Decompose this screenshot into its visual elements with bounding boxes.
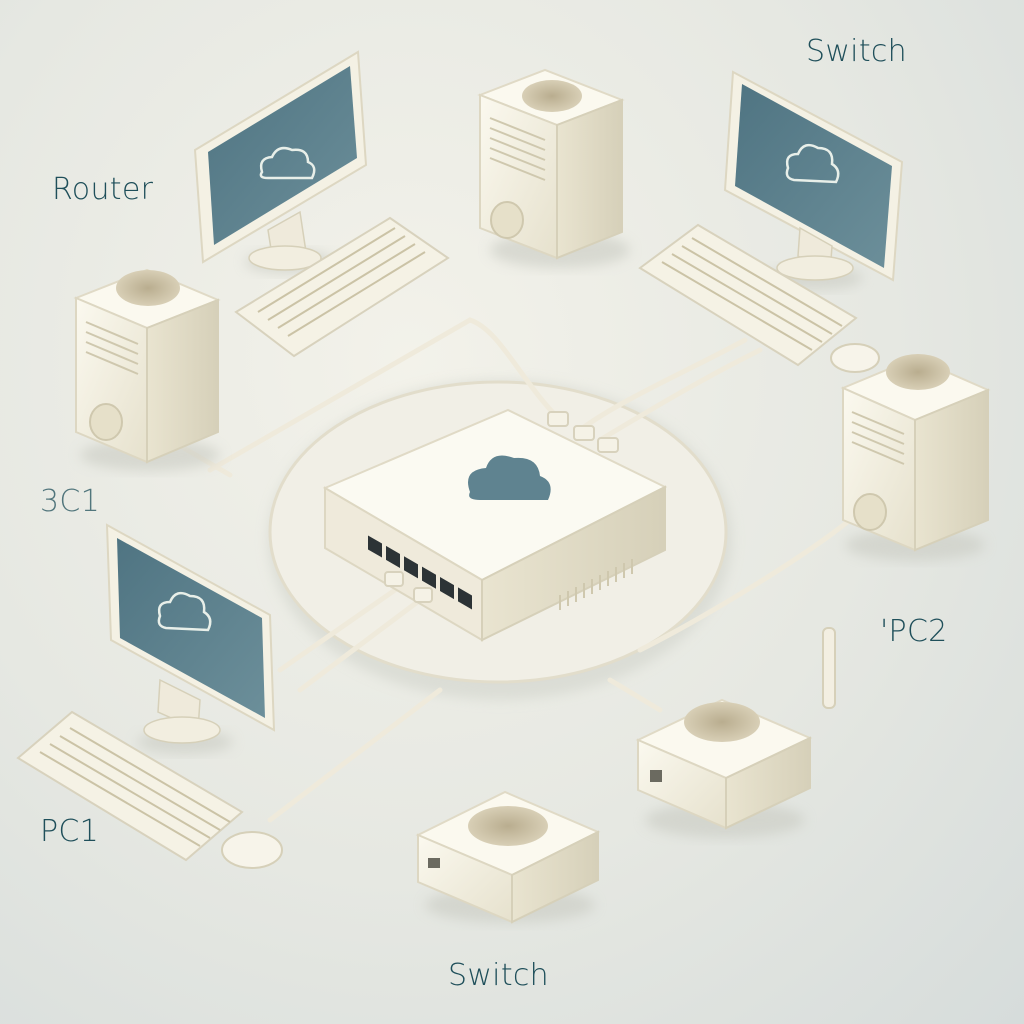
central-hub (322, 408, 668, 642)
label-switch-bottom: Switch (448, 958, 549, 993)
speaker-grille (116, 270, 180, 306)
cable-connectors (384, 411, 619, 603)
hub-vents (559, 559, 633, 610)
label-pc2: 'PC2 (880, 614, 948, 649)
hub-ports (368, 535, 472, 610)
speaker-grille (468, 806, 548, 846)
cloud-icon (157, 591, 212, 632)
label-switch-top: Switch (806, 34, 907, 69)
keyboard-bottom-left (16, 710, 283, 869)
pc-tower-left (73, 268, 221, 471)
keyboard-top-right (638, 223, 880, 373)
speaker-grille (886, 354, 950, 390)
mouse (221, 831, 283, 869)
mouse (830, 343, 880, 373)
drive-bay (853, 493, 887, 531)
monitor-top-right (723, 70, 904, 290)
monitor-top-left (193, 50, 368, 274)
cloud-icon (468, 455, 551, 500)
pc-tower-right (840, 354, 991, 561)
pc-tower-top (477, 68, 630, 268)
drive-bay (89, 403, 123, 441)
antenna (822, 627, 836, 709)
label-router: Router (52, 172, 154, 207)
label-pc1: PC1 (40, 814, 100, 849)
small-switch-right (635, 698, 813, 838)
port-icon (428, 858, 440, 868)
port-icon (650, 770, 662, 782)
cloud-icon (259, 146, 316, 180)
monitor-bottom-left (105, 523, 276, 754)
speaker-grille (684, 702, 760, 742)
label-pc-left-faded: 3C1 (40, 484, 101, 519)
drive-bay (490, 201, 524, 239)
cloud-icon (785, 143, 840, 184)
speaker-grille (522, 80, 582, 112)
keyboard-top-left (234, 216, 450, 358)
small-switch-bottom (415, 790, 601, 924)
